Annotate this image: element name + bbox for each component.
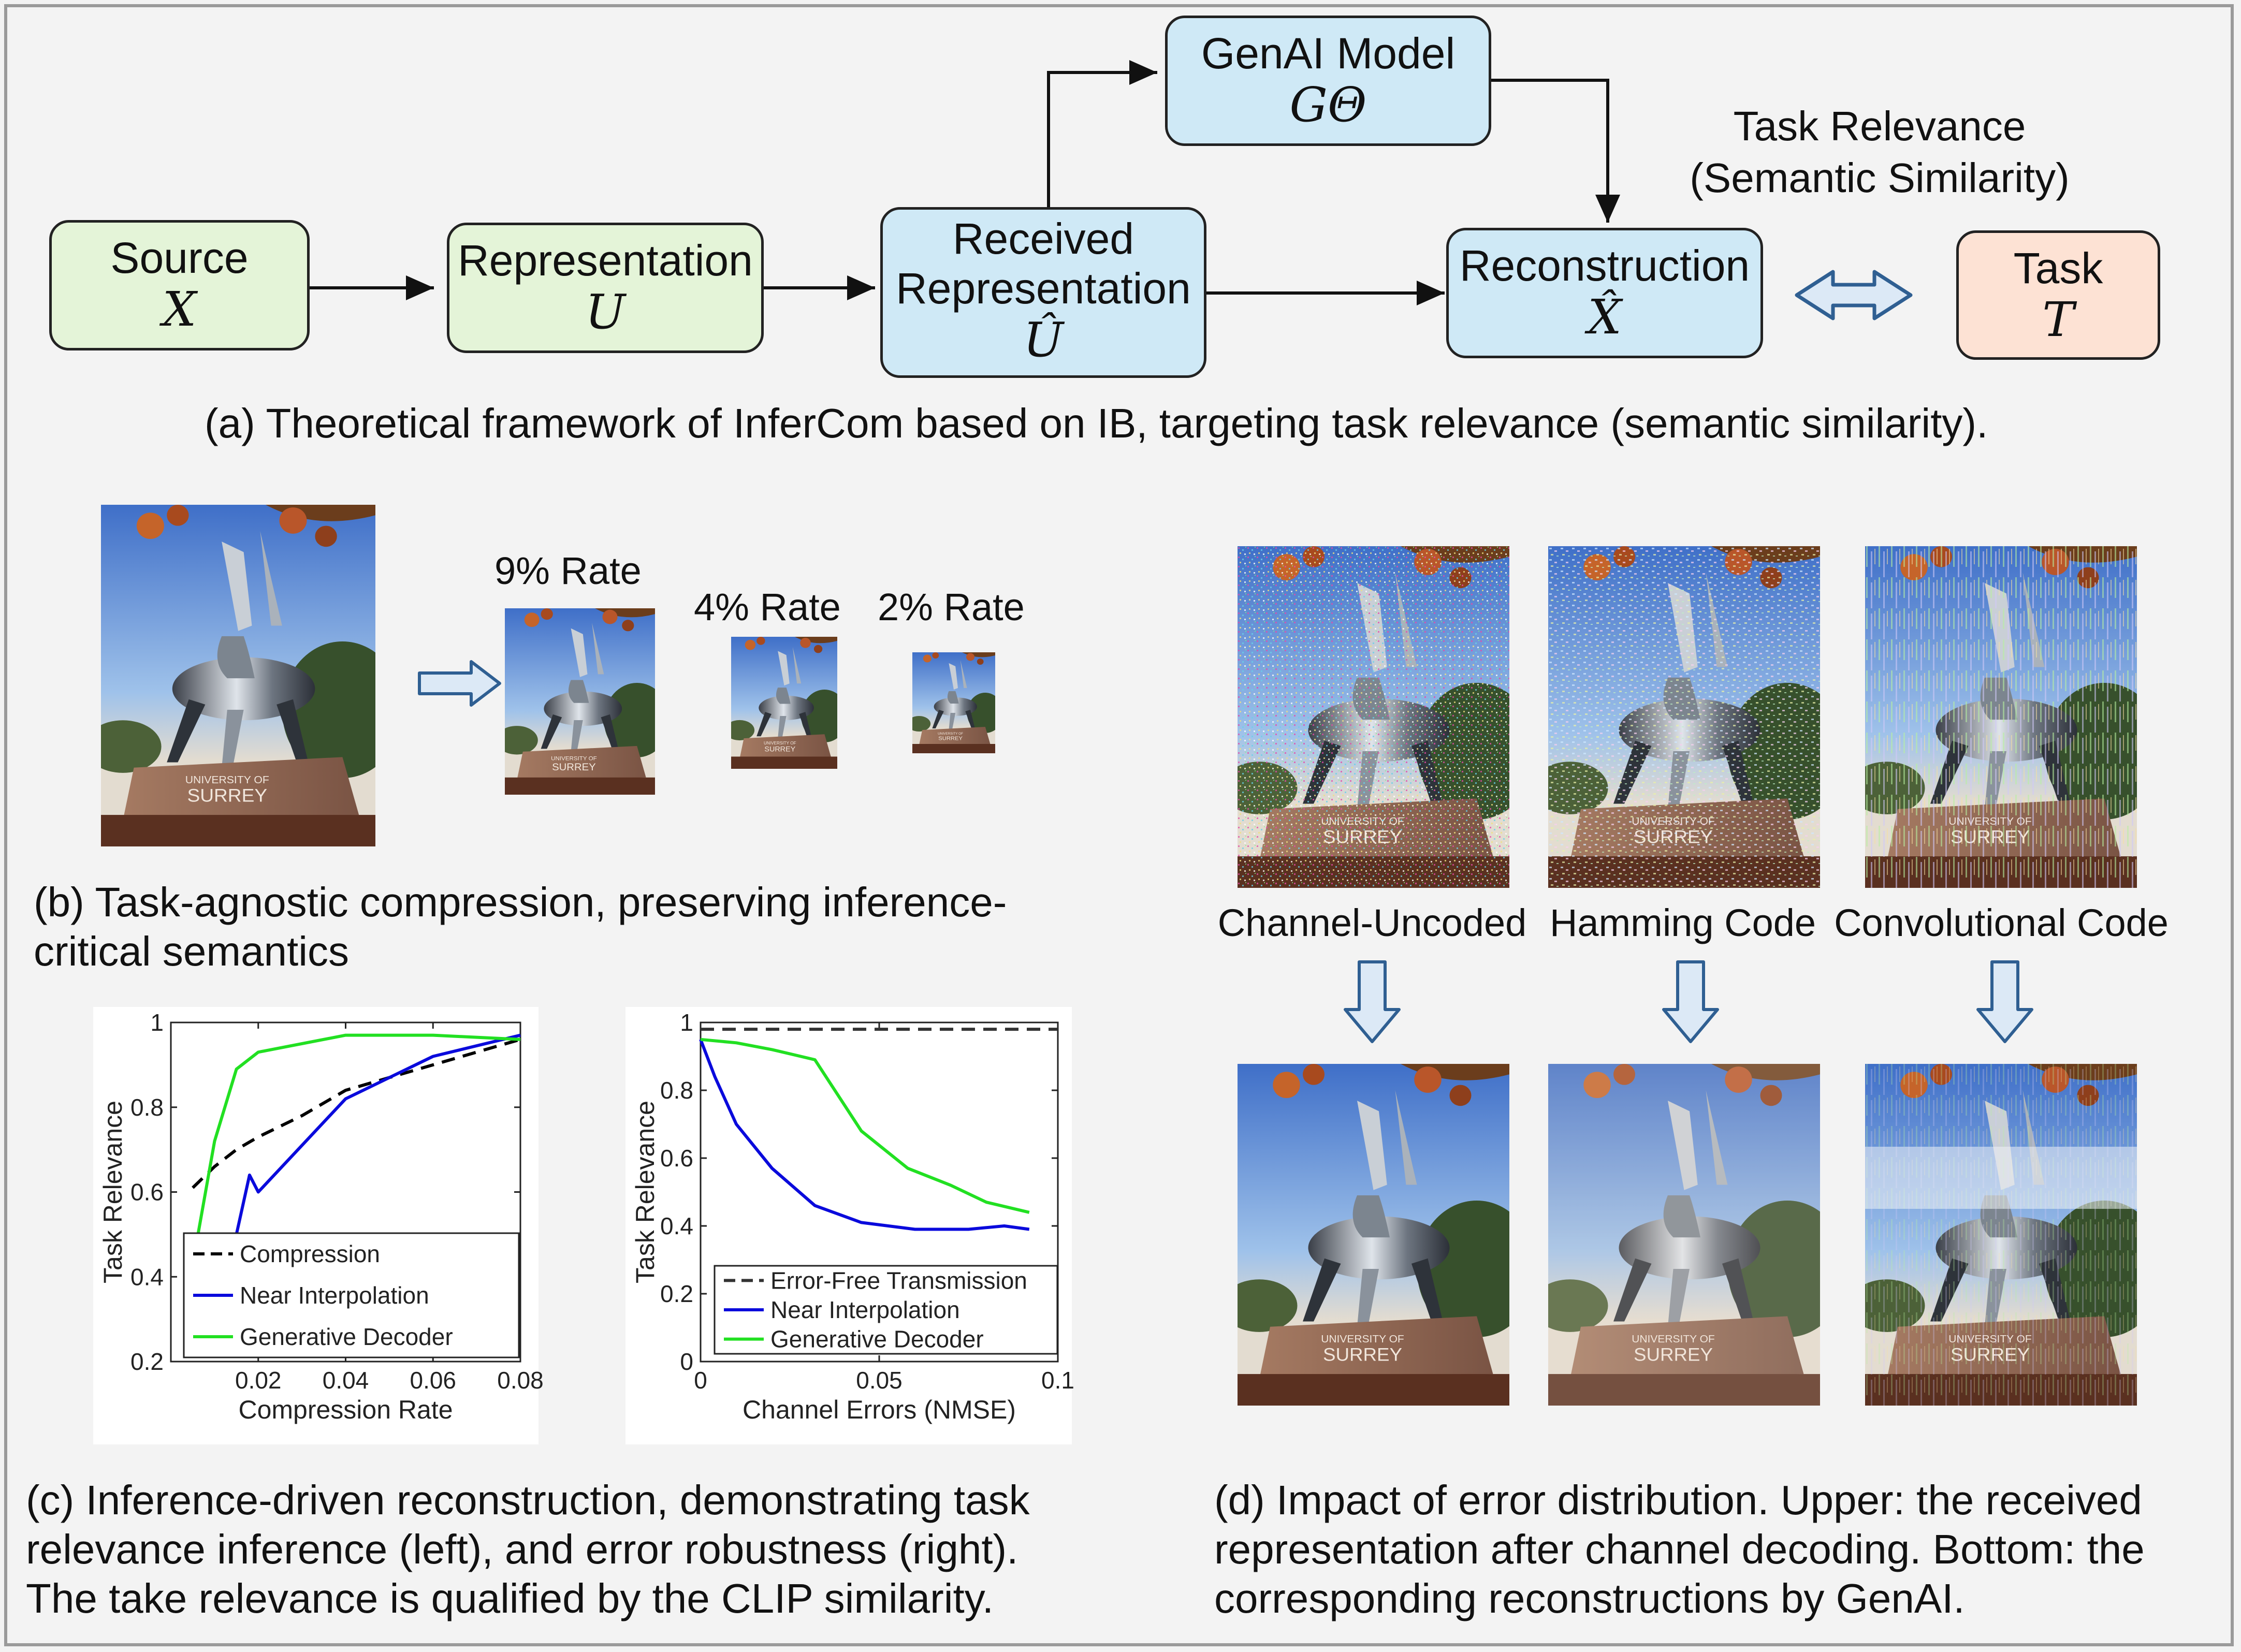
y-tick-label: 0.6 (660, 1145, 693, 1172)
series-line-2 (700, 1037, 1030, 1214)
double-arrow-relevance (1795, 270, 1913, 320)
label-convolutional-code: Convolutional Code (1834, 901, 2169, 944)
source-box: Source X (49, 220, 310, 350)
semantic-similarity-label: (Semantic Similarity) (1690, 155, 2070, 201)
y-tick-label: 0 (680, 1348, 693, 1375)
caption-d-line3: corresponding reconstructions by GenAI. (1214, 1575, 1965, 1621)
y-tick-label: 1 (680, 1009, 693, 1036)
caption-d-line1: (d) Impact of error distribution. Upper:… (1214, 1477, 2142, 1523)
reconstruction-box: Reconstruction X̂ (1446, 228, 1763, 358)
arrow-received-to-genai (1047, 60, 1157, 207)
source-symbol: X (162, 282, 197, 337)
down-arrow-hamming (1662, 960, 1719, 1043)
y-tick-label: 0.8 (660, 1077, 693, 1104)
series-line-2 (191, 1033, 521, 1265)
diagram-arrows (310, 60, 1913, 320)
y-axis-label: Task Relevance (631, 1101, 660, 1283)
rate-4-label: 4% Rate (694, 586, 841, 628)
caption-c-line2: relevance inference (left), and error ro… (26, 1526, 1018, 1572)
y-axis-label: Task Relevance (98, 1101, 127, 1283)
y-tick-label: 0.2 (130, 1348, 164, 1375)
x-tick-label: 0.06 (410, 1367, 456, 1394)
x-tick-label: 0.05 (856, 1367, 903, 1394)
legend-label-2: Generative Decoder (240, 1323, 453, 1350)
reconstructed-image-hamming (1548, 1064, 1820, 1406)
caption-a: (a) Theoretical framework of InferCom ba… (205, 400, 1988, 446)
y-tick-label: 0.2 (660, 1280, 693, 1307)
representation-box: Representation U (447, 223, 764, 353)
genai-model-box: GenAI Model GΘ (1165, 16, 1491, 146)
y-tick-label: 0.4 (130, 1263, 164, 1290)
task-relevance-label: Task Relevance (1733, 103, 2026, 149)
compressed-image-2 (912, 652, 995, 753)
series-line-0 (192, 1037, 521, 1189)
received-label-line2: Representation (896, 264, 1191, 313)
reconstructed-image-uncoded (1238, 1064, 1509, 1406)
x-tick-label: 0.08 (497, 1367, 544, 1394)
task-box: Task T (1956, 230, 2160, 360)
representation-label: Representation (458, 236, 753, 285)
x-tick-label: 0.1 (1041, 1367, 1074, 1394)
label-channel-uncoded: Channel-Uncoded (1217, 901, 1527, 944)
down-arrow-convolutional (1976, 960, 2033, 1043)
caption-c-line3: The take relevance is qualified by the C… (26, 1575, 994, 1621)
reconstruction-symbol: X̂ (1588, 289, 1622, 345)
received-label-line1: Received (952, 214, 1134, 263)
compressed-image-4 (731, 637, 837, 769)
compress-arrow (418, 660, 501, 707)
y-tick-label: 0.4 (660, 1212, 693, 1239)
down-arrow-uncoded (1344, 960, 1401, 1043)
x-axis-label: Compression Rate (238, 1395, 453, 1424)
original-image (101, 505, 375, 846)
y-tick-label: 0.6 (130, 1179, 164, 1206)
legend-label-2: Generative Decoder (770, 1326, 984, 1353)
reconstruction-label: Reconstruction (1459, 241, 1750, 290)
y-tick-label: 1 (150, 1009, 164, 1036)
genai-symbol: GΘ (1289, 77, 1367, 133)
label-hamming-code: Hamming Code (1549, 901, 1816, 944)
caption-b-line1: (b) Task-agnostic compression, preservin… (34, 879, 1007, 925)
x-tick-label: 0.02 (235, 1367, 282, 1394)
received-symbol: Û (1023, 312, 1064, 368)
task-label: Task (2013, 244, 2103, 293)
legend-label-0: Error-Free Transmission (770, 1267, 1027, 1294)
caption-d-line2: representation after channel decoding. B… (1214, 1526, 2145, 1572)
legend-label-1: Near Interpolation (770, 1296, 960, 1323)
legend-box (183, 1232, 520, 1358)
received-representation-box: Received Representation Û (880, 207, 1206, 378)
compressed-image-9 (505, 608, 655, 795)
genai-label: GenAI Model (1201, 29, 1456, 78)
x-tick-label: 0.04 (323, 1367, 369, 1394)
rate-9-label: 9% Rate (494, 549, 642, 592)
task-symbol: T (2042, 292, 2074, 347)
rate-2-label: 2% Rate (878, 586, 1025, 628)
x-axis-label: Channel Errors (NMSE) (743, 1395, 1016, 1424)
received-image-uncoded (1238, 546, 1509, 888)
caption-c-line1: (c) Inference-driven reconstruction, dem… (26, 1477, 1030, 1523)
reconstructed-image-convolutional (1865, 1064, 2137, 1406)
series-line-1 (699, 1039, 1030, 1231)
arrow-genai-to-reconstruction (1491, 79, 1620, 223)
representation-symbol: U (585, 284, 625, 340)
received-image-hamming (1548, 546, 1820, 888)
source-label: Source (110, 233, 249, 282)
y-tick-label: 0.8 (130, 1094, 164, 1121)
received-image-convolutional (1865, 546, 2137, 888)
legend-label-0: Compression (240, 1240, 380, 1267)
caption-b-line2: critical semantics (34, 928, 350, 974)
legend-label-1: Near Interpolation (240, 1282, 429, 1309)
legend-box (714, 1265, 1058, 1355)
x-tick-label: 0 (694, 1367, 707, 1394)
